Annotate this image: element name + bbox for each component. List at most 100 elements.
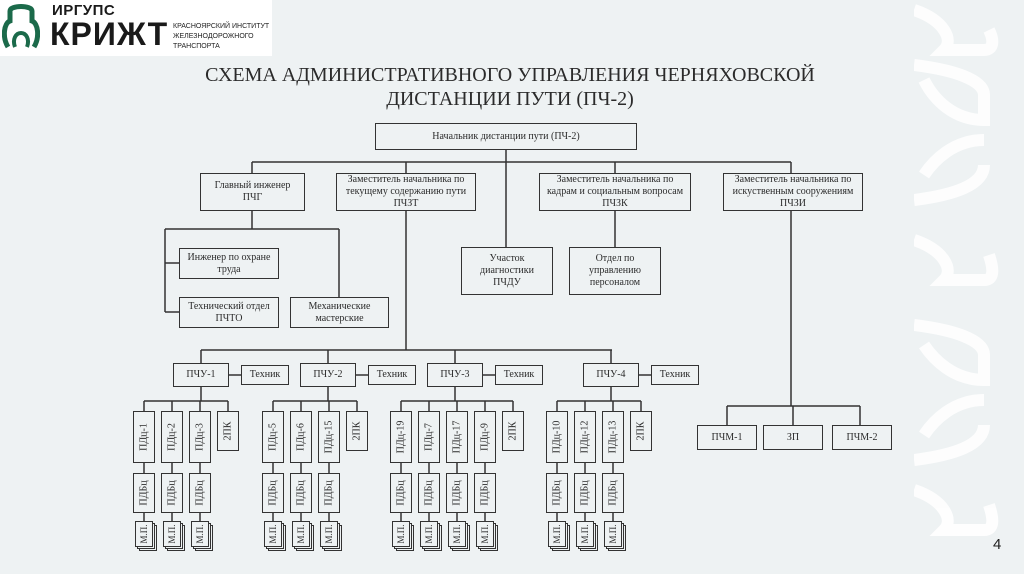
node-label: М.П.	[580, 524, 590, 544]
node-workshops: Механические мастерские	[290, 297, 389, 328]
track-unit-node: ПДц-3	[189, 411, 211, 463]
node-label: ПЧЗТ	[393, 198, 419, 209]
team-stack: М.П.	[548, 521, 570, 551]
node-label: М.П.	[139, 524, 149, 544]
node-label: ПДБц	[395, 480, 407, 506]
team-page: М.П.	[576, 521, 594, 547]
node-label: ПДц-3	[194, 423, 206, 451]
team-page: М.П.	[163, 521, 181, 547]
node-label: ПЧЗИ	[780, 198, 806, 209]
team-stack: М.П.	[163, 521, 185, 551]
node-label: ПДц-12	[579, 420, 591, 454]
team-stack: М.П.	[576, 521, 598, 551]
diagram-title: СХЕМА АДМИНИСТРАТИВНОГО УПРАВЛЕНИЯ ЧЕРНЯ…	[180, 63, 840, 111]
node-label: Участок	[489, 253, 525, 264]
node-diagnostics: Участок диагностики ПЧДУ	[461, 247, 553, 295]
logo-subtitle: КРАСНОЯРСКИЙ ИНСТИТУТ ЖЕЛЕЗНОДОРОЖНОГО Т…	[173, 22, 269, 52]
node-label: ПЧУ-3	[440, 369, 470, 380]
node-label: ПДц-5	[267, 423, 279, 451]
technician-node: Техник	[651, 365, 699, 385]
node-label: диагностики	[480, 265, 534, 276]
team-stack: М.П.	[420, 521, 442, 551]
node-label: Техник	[659, 369, 691, 380]
brigade-node: ПДБц	[574, 473, 596, 513]
node-label: ПДБц	[423, 480, 435, 506]
node-label: ПДБц	[267, 480, 279, 506]
track-unit-node: ПДц-12	[574, 411, 596, 463]
brigade-node: ПДБц	[133, 473, 155, 513]
brigade-node: ПДБц	[390, 473, 412, 513]
node-label: ПДБц	[551, 480, 563, 506]
node-label: М.П.	[195, 524, 205, 544]
decorative-pattern	[914, 4, 999, 536]
track-unit-node: ПДц-10	[546, 411, 568, 463]
node-tech-dept: Технический отдел ПЧТО	[179, 297, 279, 328]
technician-node: Техник	[495, 365, 543, 385]
node-label: ПЧУ-1	[186, 369, 216, 380]
brigade-node: ПДБц	[189, 473, 211, 513]
team-page: М.П.	[548, 521, 566, 547]
team-stack: М.П.	[392, 521, 414, 551]
node-label: Технический отдел	[188, 300, 270, 312]
brigade-node: ПДБц	[474, 473, 496, 513]
node-root: Начальник дистанции пути (ПЧ-2)	[375, 123, 637, 150]
node-label: М.П.	[396, 524, 406, 544]
node-label: ПДБц	[295, 480, 307, 506]
node-label: ЗП	[786, 431, 800, 443]
node-label: 2ПК	[507, 421, 519, 441]
node-label: ПЧМ-1	[711, 431, 743, 443]
track-unit-node: ПДц-13	[602, 411, 624, 463]
node-label: М.П.	[296, 524, 306, 544]
logo-area: ИРГУПС КРИЖТ КРАСНОЯРСКИЙ ИНСТИТУТ ЖЕЛЕЗ…	[0, 0, 272, 56]
node-label: ПДБц	[323, 480, 335, 506]
node-deputy-structures: Заместитель начальника по искуственным с…	[723, 173, 863, 211]
team-page: М.П.	[264, 521, 282, 547]
team-page: М.П.	[392, 521, 410, 547]
track-unit-node: ПДц-1	[133, 411, 155, 463]
node-label: М.П.	[324, 524, 334, 544]
node-label: Заместитель начальника по	[734, 174, 852, 185]
node-label: управлению	[589, 265, 641, 276]
node-label: ПЧДУ	[493, 277, 521, 288]
brigade-node: ПДБц	[318, 473, 340, 513]
brigade-node: ПДБц	[161, 473, 183, 513]
node-zp: ЗП	[763, 425, 823, 450]
team-page: М.П.	[420, 521, 438, 547]
node-pchm-1: ПЧМ-1	[697, 425, 757, 450]
extra-unit-node: 2ПК	[630, 411, 652, 451]
track-unit-node: ПДц-17	[446, 411, 468, 463]
node-deputy-hr: Заместитель начальника по кадрам и социа…	[539, 173, 691, 211]
node-label: М.П.	[552, 524, 562, 544]
node-label: ПДц-15	[323, 420, 335, 454]
section-node: ПЧУ-2	[300, 363, 356, 387]
node-label: ПДБц	[479, 480, 491, 506]
team-stack: М.П.	[448, 521, 470, 551]
technician-node: Техник	[241, 365, 289, 385]
node-label: ПДБц	[166, 480, 178, 506]
extra-unit-node: 2ПК	[217, 411, 239, 451]
node-label: ПЧУ-4	[596, 369, 626, 380]
node-label: Техник	[249, 369, 281, 380]
team-page: М.П.	[135, 521, 153, 547]
track-unit-node: ПДц-5	[262, 411, 284, 463]
node-safety-engineer: Инженер по охране труда	[179, 248, 279, 279]
node-label: Техник	[503, 369, 535, 380]
node-label: ПДБц	[607, 480, 619, 506]
team-page: М.П.	[604, 521, 622, 547]
node-label: ПДц-19	[395, 420, 407, 454]
node-chief-engineer: Главный инженер ПЧГ	[200, 173, 305, 211]
node-label: труда	[217, 263, 241, 275]
node-label: Начальник дистанции пути (ПЧ-2)	[432, 130, 580, 142]
node-label: персоналом	[589, 277, 641, 288]
node-label: искуственным сооружениям	[732, 186, 854, 197]
section-node: ПЧУ-1	[173, 363, 229, 387]
team-page: М.П.	[476, 521, 494, 547]
node-label: М.П.	[167, 524, 177, 544]
node-label: 2ПК	[351, 421, 363, 441]
title-line: СХЕМА АДМИНИСТРАТИВНОГО УПРАВЛЕНИЯ ЧЕРНЯ…	[205, 64, 815, 86]
node-label: ПДБц	[138, 480, 150, 506]
track-unit-node: ПДц-19	[390, 411, 412, 463]
brigade-node: ПДБц	[602, 473, 624, 513]
node-label: 2ПК	[222, 421, 234, 441]
